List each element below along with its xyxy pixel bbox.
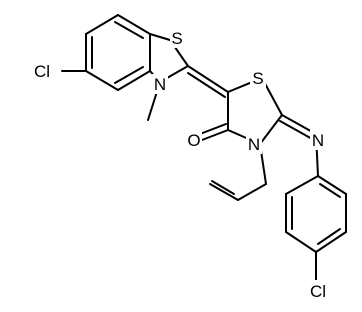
atom-o-1: O	[186, 130, 202, 150]
atom-n-3: N	[310, 130, 326, 150]
atom-s-2: S	[250, 68, 266, 88]
atom-cl-1: Cl	[24, 61, 58, 81]
carbonyl-double-bond	[199, 123, 229, 141]
atom-n-3-label: N	[312, 131, 324, 150]
atom-s-2-label: S	[252, 69, 263, 88]
chlorophenyl-ring	[285, 175, 347, 253]
benzothiazole-benzene-ring	[85, 14, 151, 91]
atom-s-1-label: S	[171, 29, 182, 48]
exocyclic-double-bond	[187, 65, 229, 98]
atom-o-1-label: O	[187, 131, 200, 150]
atom-cl-2: Cl	[300, 280, 334, 302]
atom-n-2-label: N	[248, 135, 260, 154]
atom-s-1: S	[170, 28, 184, 48]
atom-n-2: N	[246, 134, 262, 154]
atom-cl-1-label: Cl	[34, 62, 50, 81]
atom-n-1-label: N	[154, 75, 166, 94]
atom-cl-2-label: Cl	[310, 282, 326, 301]
atom-n-1: N	[152, 74, 168, 94]
